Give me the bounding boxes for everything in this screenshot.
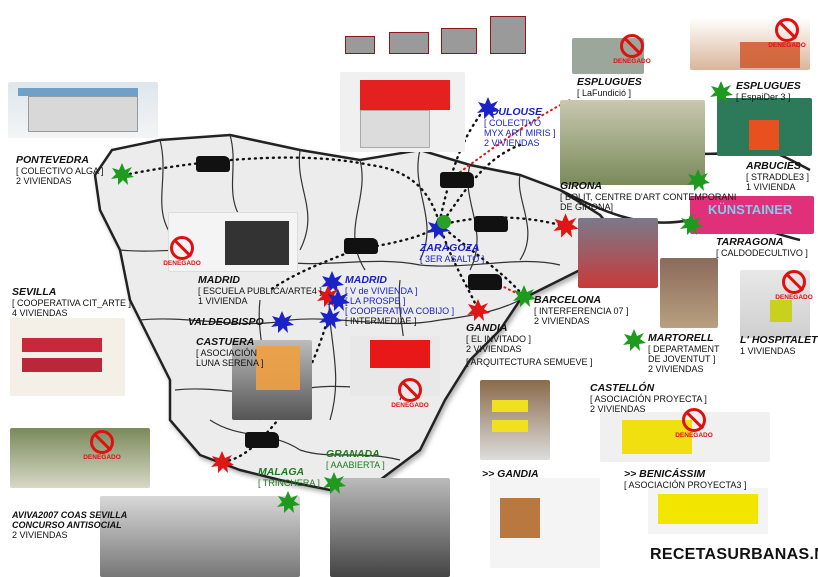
castuera-photo <box>232 340 312 420</box>
van-icon <box>440 172 474 188</box>
building-frame-photo <box>330 478 450 577</box>
denied-badge-esplugues: DENEGADO <box>613 34 651 70</box>
gandia-render <box>480 380 550 460</box>
gandia-model-render <box>490 478 600 568</box>
label-pontevedra: PONTEVEDRA [ COLECTIVO ALGA ] 2 VIVIENDA… <box>16 154 104 186</box>
module-icon-2 <box>389 32 429 54</box>
container-modules-row <box>345 16 545 58</box>
tarragona-photo: KÜNSTAINER <box>690 196 814 234</box>
label-esplugues-espaider: ESPLUGUES [ EspaiDer 3 ] <box>736 80 801 102</box>
van-icon <box>468 274 502 290</box>
denied-badge-espaider: DENEGADO <box>768 18 806 54</box>
kunstainer-sign: KÜNSTAINER <box>708 202 793 217</box>
label-esplugues-lafundicio: ESPLUGUES [ LaFundició ] <box>577 76 642 98</box>
barcelona-photo <box>578 218 658 288</box>
girona-photo <box>560 100 705 185</box>
module-icon-1 <box>345 36 375 54</box>
label-martorell: MARTORELL [ DEPARTAMENT DE JOVENTUT ] 2 … <box>648 332 720 374</box>
brand-url[interactable]: RECETASURBANAS.NET <box>650 546 818 563</box>
aviva-render <box>10 428 150 488</box>
label-benicassim: >> BENICÁSSIM [ ASOCIACIÓN PROYECTA3 ] <box>624 468 747 490</box>
label-tarragona: TARRAGONA [ CALDODECULTIVO ] <box>716 236 808 258</box>
label-castuera: CASTUERA [ ASOCIACIÓN LUNA SERENA ] <box>196 336 264 368</box>
denied-badge-hospitalet: DENEGADO <box>775 270 813 306</box>
label-malaga: MALAGA [ TRINCHERA ] <box>258 466 320 488</box>
label-gandia-render: >> GANDIA <box>482 468 539 480</box>
label-gandia: GANDIA [ EL INVITADO ] 2 VIVIENDAS [ ARQ… <box>466 322 593 367</box>
label-castellon: CASTELLÓN [ ASOCIACIÓN PROYECTA ] 2 VIVI… <box>590 382 707 414</box>
construction-photo <box>100 496 300 577</box>
denied-badge-aviva: DENEGADO <box>83 430 121 466</box>
madrid-red-container-render <box>350 336 440 396</box>
label-toulouse: TOULOUSE [ COLECTIVO MYX ART MIRIS ] 2 V… <box>484 106 556 148</box>
label-barcelona: BARCELONA [ INTERFERENCIA 07 ] 2 VIVIEND… <box>534 294 629 326</box>
label-aviva: AVIVA2007 COAS SEVILLA CONCURSO ANTISOCI… <box>12 510 128 540</box>
denied-badge-castellon: DENEGADO <box>675 408 713 444</box>
sevilla-render <box>10 318 125 396</box>
label-arbucies: ARBUCIES [ STRADDLE3 ] 1 VIVIENDA <box>746 160 810 192</box>
label-madrid-school: MADRID [ ESCUELA PUBLICA/ARTE4 ] 1 VIVIE… <box>198 274 322 306</box>
pontevedra-render <box>8 82 158 138</box>
module-icon-4 <box>490 16 526 54</box>
benicassim-render <box>648 488 768 534</box>
van-icon <box>474 216 508 232</box>
arbucies-photo <box>717 98 812 156</box>
label-valdeobispo: VALDEOBISPO <box>188 316 264 328</box>
van-icon <box>245 432 279 448</box>
label-granada: GRANADA [ AAABIERTA ] <box>326 448 385 470</box>
label-zaragoza: ZARAGOZA [ 3ER ASALTO ] <box>420 242 485 264</box>
toulouse-render <box>340 72 465 152</box>
madrid-render <box>168 212 298 272</box>
denied-badge-madrid-red: DENEGADO <box>391 378 429 414</box>
label-hospitalet: L' HOSPITALET 1 VIVIENDAS <box>740 334 818 356</box>
label-girona: GIRONA [ BOLIT, CENTRE D'ART CONTEMPORAN… <box>560 180 737 212</box>
module-icon-3 <box>441 28 477 54</box>
van-icon <box>196 156 230 172</box>
van-icon <box>344 238 378 254</box>
esplugues-espaider-photo <box>690 18 810 70</box>
martorell-photo <box>660 258 718 328</box>
denied-badge-madrid: DENEGADO <box>163 236 201 272</box>
label-sevilla: SEVILLA [ COOPERATIVA CIT_ARTE ] 4 VIVIE… <box>12 286 132 318</box>
label-madrid-coops: MADRID [ V de VIVIENDA ] [ LA PROSPE ] [… <box>345 274 455 326</box>
